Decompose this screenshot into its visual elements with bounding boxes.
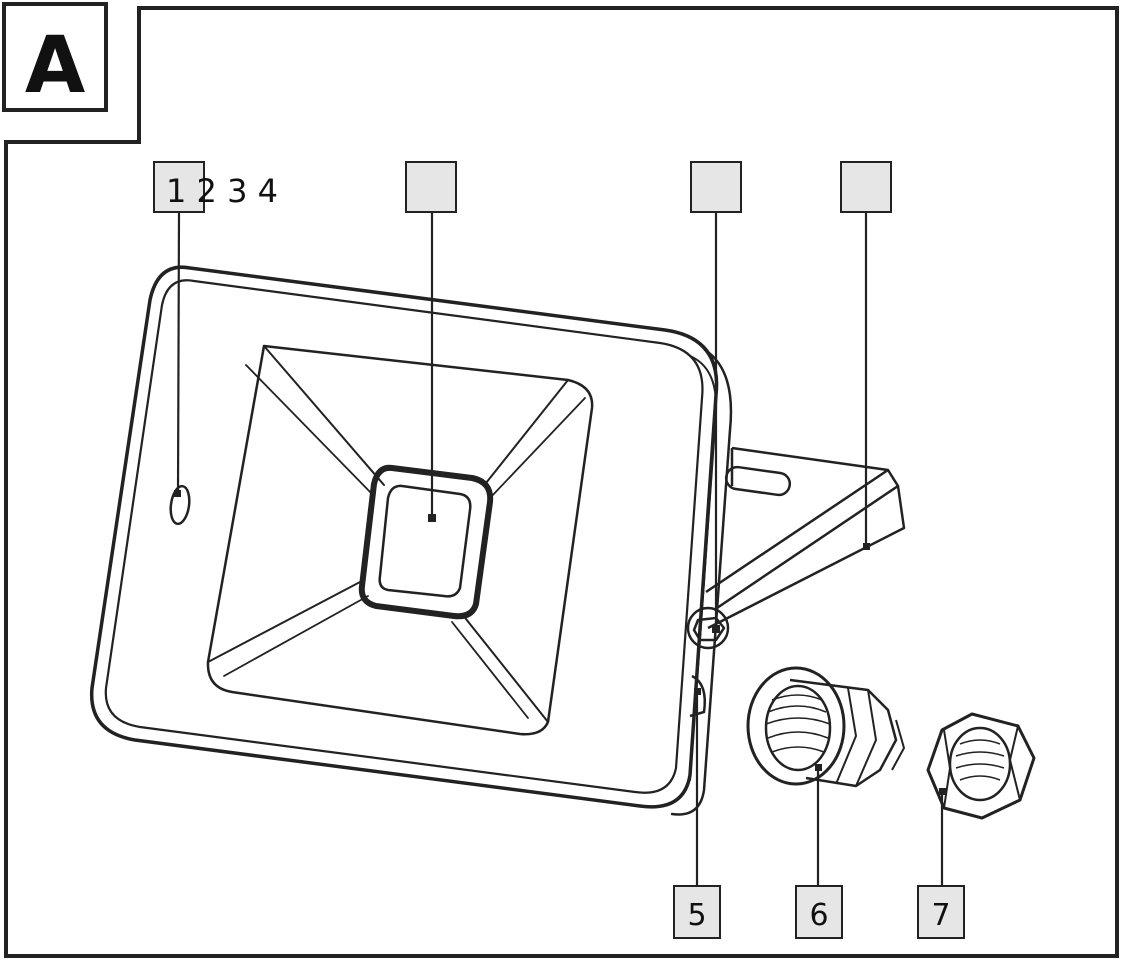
threaded-connector — [746, 666, 905, 788]
svg-text:7: 7 — [931, 898, 950, 933]
callout-4 — [840, 161, 892, 213]
svg-text:6: 6 — [809, 898, 828, 933]
callout-3 — [690, 161, 742, 213]
panel-frame — [4, 6, 1119, 958]
gland-nut — [926, 712, 1036, 820]
panel-label: A — [25, 21, 85, 111]
callout-6: 6 — [795, 885, 843, 939]
top-number-sequence: 1 2 3 4 — [166, 172, 278, 210]
callout-1 — [153, 161, 205, 213]
floodlight-housing — [89, 265, 733, 816]
panel-label-box — [2, 2, 108, 112]
callout-leaders — [174, 211, 946, 886]
svg-text:5: 5 — [687, 898, 706, 933]
housing-cable-port — [689, 674, 706, 718]
callout-7: 7 — [917, 885, 965, 939]
callout-5: 5 — [673, 885, 721, 939]
callout-2 — [405, 161, 457, 213]
